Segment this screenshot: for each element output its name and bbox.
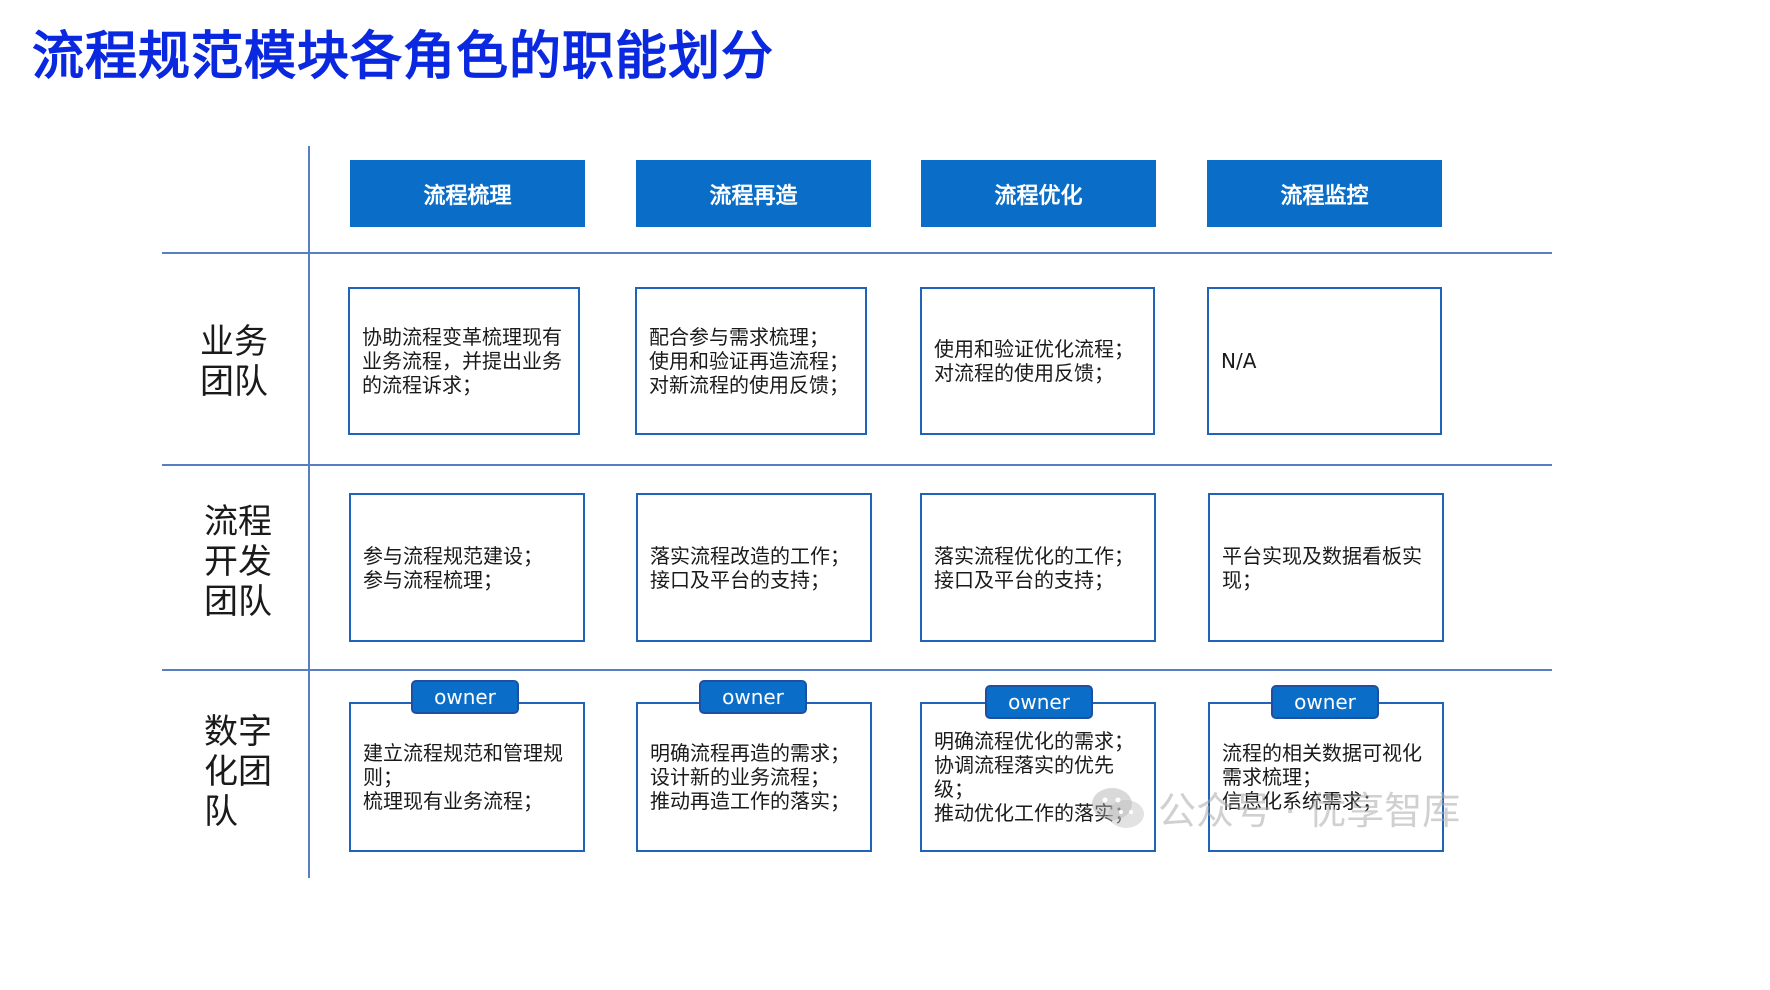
grid-divider-2 (162, 464, 1552, 466)
cell-digital-monitoring: 流程的相关数据可视化需求梳理； 信息化系统需求； (1208, 702, 1444, 852)
owner-badge: owner (1271, 685, 1379, 719)
cell-text: 流程的相关数据可视化需求梳理； 信息化系统需求； (1222, 741, 1422, 813)
wechat-icon (1092, 787, 1144, 828)
cell-text: 落实流程改造的工作； 接口及平台的支持； (650, 543, 850, 592)
grid-divider-3 (162, 669, 1552, 671)
row-label-digital-team: 数字化团队 (204, 712, 272, 832)
cell-dev-sorting: 参与流程规范建设； 参与流程梳理； (349, 493, 585, 642)
cell-digital-optimization: 明确流程优化的需求； 协调流程落实的优先级； 推动优化工作的落实； (920, 702, 1156, 852)
cell-business-reengineering: 配合参与需求梳理； 使用和验证再造流程； 对新流程的使用反馈； (635, 287, 867, 435)
column-header-sorting: 流程梳理 (350, 160, 585, 227)
cell-dev-optimization: 落实流程优化的工作； 接口及平台的支持； (920, 493, 1156, 642)
cell-text: 参与流程规范建设； 参与流程梳理； (363, 543, 543, 592)
cell-business-sorting: 协助流程变革梳理现有业务流程，并提出业务的流程诉求； (348, 287, 580, 435)
cell-business-monitoring: N/A (1207, 287, 1442, 435)
grid-divider-1 (162, 252, 1552, 254)
cell-dev-monitoring: 平台实现及数据看板实现； (1208, 493, 1444, 642)
cell-text: 明确流程再造的需求； 设计新的业务流程； 推动再造工作的落实； (650, 741, 850, 813)
column-header-optimization: 流程优化 (921, 160, 1156, 227)
cell-text: N/A (1221, 349, 1257, 373)
cell-text: 协助流程变革梳理现有业务流程，并提出业务的流程诉求； (362, 325, 562, 397)
cell-text: 平台实现及数据看板实现； (1222, 543, 1422, 592)
cell-text: 落实流程优化的工作； 接口及平台的支持； (934, 543, 1134, 592)
cell-text: 明确流程优化的需求； 协调流程落实的优先级； 推动优化工作的落实； (934, 729, 1134, 825)
cell-digital-reengineering: 明确流程再造的需求； 设计新的业务流程； 推动再造工作的落实； (636, 702, 872, 852)
grid-vertical-divider (308, 146, 310, 878)
watermark: 公众号 · 优享智库 (1090, 780, 1460, 835)
cell-text: 配合参与需求梳理； 使用和验证再造流程； 对新流程的使用反馈； (649, 325, 849, 397)
cell-text: 使用和验证优化流程； 对流程的使用反馈； (934, 337, 1134, 385)
cell-digital-sorting: 建立流程规范和管理规则； 梳理现有业务流程； (349, 702, 585, 852)
column-header-reengineering: 流程再造 (636, 160, 871, 227)
cell-text: 建立流程规范和管理规则； 梳理现有业务流程； (363, 741, 563, 813)
row-label-business-team: 业务团队 (200, 322, 268, 402)
column-header-monitoring: 流程监控 (1207, 160, 1442, 227)
owner-badge: owner (699, 680, 807, 714)
cell-dev-reengineering: 落实流程改造的工作； 接口及平台的支持； (636, 493, 872, 642)
owner-badge: owner (411, 680, 519, 714)
page-title: 流程规范模块各角色的职能划分 (32, 27, 775, 87)
watermark-text: 公众号 · 优享智库 (1158, 789, 1461, 833)
owner-badge: owner (985, 685, 1093, 719)
cell-business-optimization: 使用和验证优化流程； 对流程的使用反馈； (920, 287, 1155, 435)
row-label-process-dev-team: 流程开发团队 (204, 502, 272, 622)
